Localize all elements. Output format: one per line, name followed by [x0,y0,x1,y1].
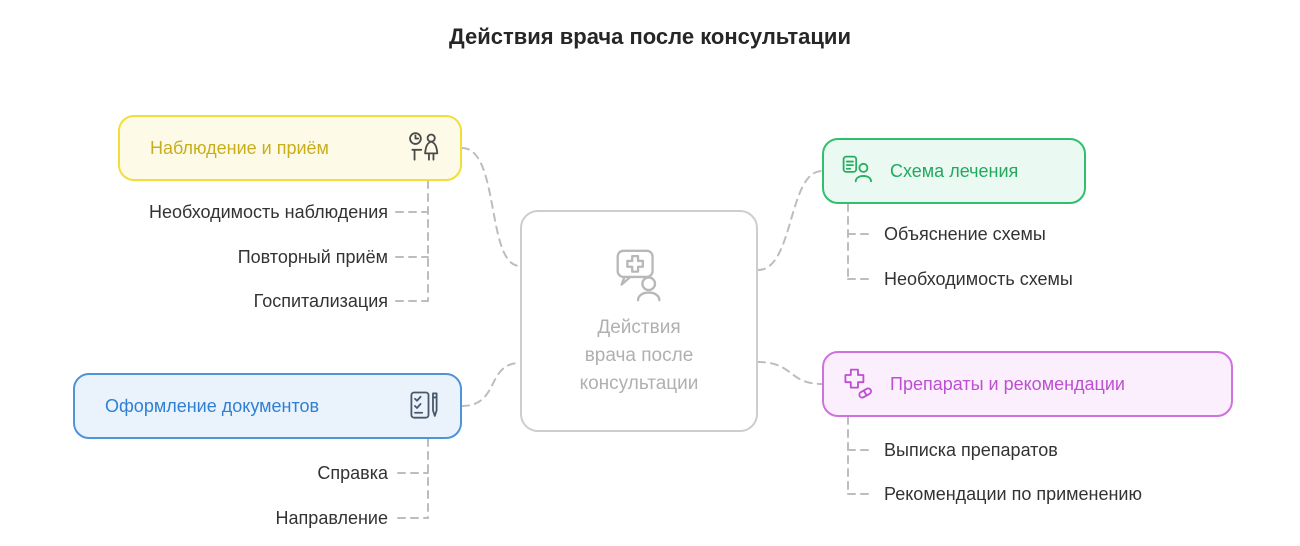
leaf-medications-1: Выписка препаратов [884,440,1058,460]
appointment-icon [409,132,439,161]
branch-treatment-label: Схема лечения [890,160,1019,181]
leaf-documents-2: Направление [275,508,388,528]
center-label-line-3: консультации [579,373,699,394]
leaf-treatment-2: Необходимость схемы [884,269,1073,289]
leaf-documents-1: Справка [317,463,388,483]
leaf-observation-3: Госпитализация [253,291,388,311]
cross-pill-icon [844,368,872,399]
connector-center-treatment [757,170,823,271]
connector-documents-center [461,362,521,407]
document-pen-icon [410,391,438,419]
branch-observation: Наблюдение и приём [118,115,462,181]
branch-treatment: Схема лечения [822,138,1086,204]
center-node-label: Действия врача после консультации [580,314,699,398]
center-label-line-2: врача после [584,345,694,366]
branch-medications: Препараты и рекомендации [822,351,1233,417]
center-label-line-1: Действия [597,317,681,338]
diagram-title: Действия врача после консультации [449,24,851,49]
connector-observation-center [461,147,521,267]
doctor-chat-icon [616,249,661,302]
leaf-medications-2: Рекомендации по применению [884,484,1142,504]
leaf-observation-1: Необходимость наблюдения [148,202,388,222]
branch-documents-label: Оформление документов [105,395,320,416]
patient-card-icon [842,155,872,183]
connector-center-medications [757,361,823,385]
leaf-observation-2: Повторный приём [237,247,388,267]
center-node: Действия врача после консультации [520,210,758,432]
leaf-treatment-1: Объяснение схемы [884,224,1046,244]
branch-medications-label: Препараты и рекомендации [890,373,1125,394]
branch-observation-label: Наблюдение и приём [150,137,329,158]
branch-documents: Оформление документов [73,373,462,439]
